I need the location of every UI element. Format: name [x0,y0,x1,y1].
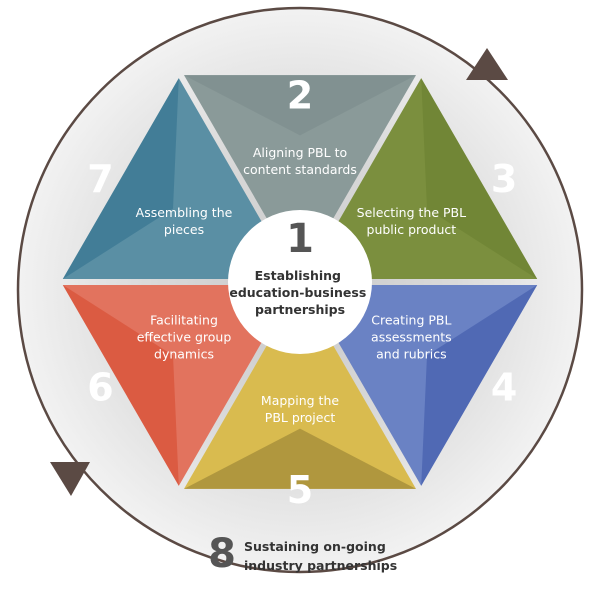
step-label-line: Creating PBL [371,313,451,328]
center-label-line: partnerships [255,302,345,317]
step-segment-body [184,288,416,489]
center-number: 1 [286,216,314,262]
step-label: Creating PBL assessments and rubrics [371,313,452,362]
step-label-line: Selecting the PBL [357,205,466,220]
step-label: Assembling the pieces [136,205,233,237]
step-label: Selecting the PBL public product [357,205,466,237]
step-label-line: Facilitating [150,313,218,328]
step-number: 6 [87,366,113,410]
step-segment-shade [421,78,538,279]
outer-step-label: Sustaining on-going industry partnership… [244,539,397,573]
step-number: 3 [491,157,517,201]
cycle-arrow-head-top-right [466,48,508,80]
step-number: 5 [287,468,313,512]
step-label-line: effective group [137,330,232,345]
step-label-line: Mapping the [261,393,339,408]
step-label-line: assessments [371,330,452,345]
step-label-line: public product [367,222,457,237]
step-number: 7 [87,157,113,201]
cycle-arrow-head-bottom-left [50,462,90,496]
step-segment-shade [62,285,179,486]
center-circle [228,210,372,354]
center-label-line: Establishing [255,268,341,283]
cycle-arrow-ring [16,6,584,574]
step-segment-shade [421,285,538,486]
step-label-line: Assembling the [136,205,233,220]
outer-step-label-line: Sustaining on-going [244,539,386,554]
step-label-line: content standards [243,162,357,177]
step-label-line: dynamics [154,347,214,362]
step-label-line: pieces [164,222,204,237]
step-label-line: and rubrics [376,347,446,362]
step-number: 2 [287,73,313,117]
step-label-line: Aligning PBL to [253,145,347,160]
step-label-line: PBL project [265,410,336,425]
step-segment-6: 6 Facilitating effective group dynamics [62,285,295,486]
step-number: 4 [491,366,517,410]
step-label: Facilitating effective group dynamics [137,313,232,362]
step-segment-shade [184,428,416,489]
step-label: Aligning PBL to content standards [243,145,357,177]
step-segment-shade [184,75,416,136]
outer-step-label-line: industry partnerships [244,558,397,573]
center-label-line: education-business [229,285,366,300]
center-label: Establishing education-business partners… [229,268,370,317]
outer-step-number: 8 [208,531,236,577]
step-segment-shade [62,78,179,279]
step-segment-body [184,75,416,276]
step-segment-4: 4 Creating PBL assessments and rubrics [305,285,538,486]
